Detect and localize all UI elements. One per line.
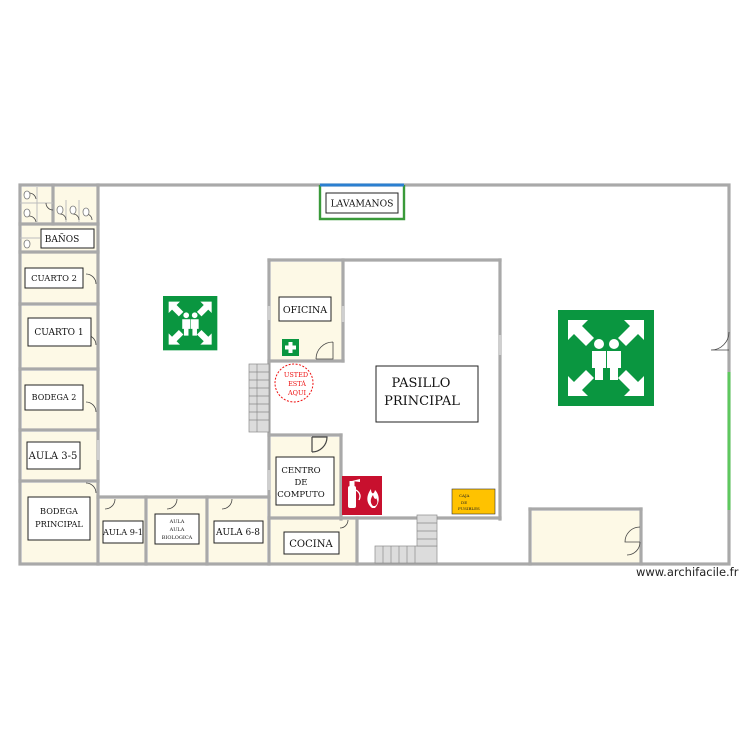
label-boxes — [24, 192, 479, 555]
label-lavamanos: LAVAMANOS — [331, 199, 394, 210]
label-cocina: COCINA — [289, 539, 333, 550]
label-aula-bio-3: BIOLOGICA — [162, 535, 193, 541]
stairs-bottom — [374, 514, 438, 564]
cuarto2-label-box — [24, 267, 84, 289]
bodega-principal-label-box — [27, 496, 91, 541]
computo-label-box — [275, 456, 335, 506]
assembly-point-icon-small — [163, 296, 218, 351]
lavamanos-frame — [318, 185, 406, 221]
label-aula-bio-1: AULA — [169, 519, 185, 525]
fire-extinguisher-icon — [342, 476, 382, 515]
label-bodega2: BODEGA 2 — [32, 393, 77, 402]
aula68-label-box — [213, 520, 264, 544]
breaker-line1: CAJA — [459, 493, 470, 498]
label-oficina: OFICINA — [283, 305, 327, 316]
breaker-line3: FUSIBLES — [458, 506, 480, 511]
cuarto1-label-box — [27, 317, 92, 347]
label-cuarto1: CUARTO 1 — [34, 328, 83, 338]
room-fills — [22, 187, 640, 563]
label-computo-2: DE — [294, 478, 307, 488]
label-banos: BAÑOS — [45, 233, 80, 245]
assembly-point-icon-large — [558, 310, 654, 406]
first-aid-icon — [282, 339, 299, 356]
pasillo-label-box — [375, 365, 479, 423]
label-aula68: AULA 6-8 — [215, 528, 260, 538]
banos-label-box — [40, 228, 95, 249]
breaker-box: CAJA DE FUSIBLES — [451, 488, 496, 515]
aula91-label-box — [102, 520, 144, 544]
here-line1: USTED — [284, 371, 308, 379]
cocina-label-box — [283, 531, 340, 555]
aula35-label-box — [26, 441, 81, 470]
here-line3: AQUI — [287, 389, 307, 397]
wall-ticks — [96, 306, 502, 490]
label-aula35: AULA 3-5 — [28, 451, 78, 462]
label-aula91: AULA 9-1 — [102, 527, 143, 537]
lavamanos-label-box — [325, 192, 399, 214]
you-are-here-marker: USTED ESTÁ AQUI — [274, 363, 314, 403]
label-computo-3: COMPUTO — [277, 490, 325, 500]
label-aula-bio-2: AULA — [169, 527, 185, 533]
label-pasillo-2: PRINCIPAL — [384, 394, 460, 409]
oficina-label-box — [278, 296, 332, 322]
watermark: www.archifacile.fr — [636, 565, 739, 579]
label-bodega-principal-1: BODEGA — [40, 506, 78, 516]
breaker-line2: DE — [461, 500, 467, 505]
stairs-left — [248, 363, 270, 433]
doors — [28, 192, 730, 556]
aula-bio-label-box — [154, 513, 200, 545]
label-pasillo-1: PASILLO — [392, 376, 451, 391]
label-bodega-principal-2: PRINCIPAL — [35, 519, 83, 529]
here-line2: ESTÁ — [288, 379, 306, 388]
room-labels: LAVAMANOS BAÑOS CUARTO 2 CUARTO 1 BODEGA… — [28, 199, 461, 551]
bodega2-label-box — [24, 384, 84, 411]
storage-right-area — [532, 511, 640, 563]
toilet-icons — [23, 190, 90, 249]
label-cuarto2: CUARTO 2 — [31, 273, 77, 283]
label-computo-1: CENTRO — [281, 466, 320, 476]
